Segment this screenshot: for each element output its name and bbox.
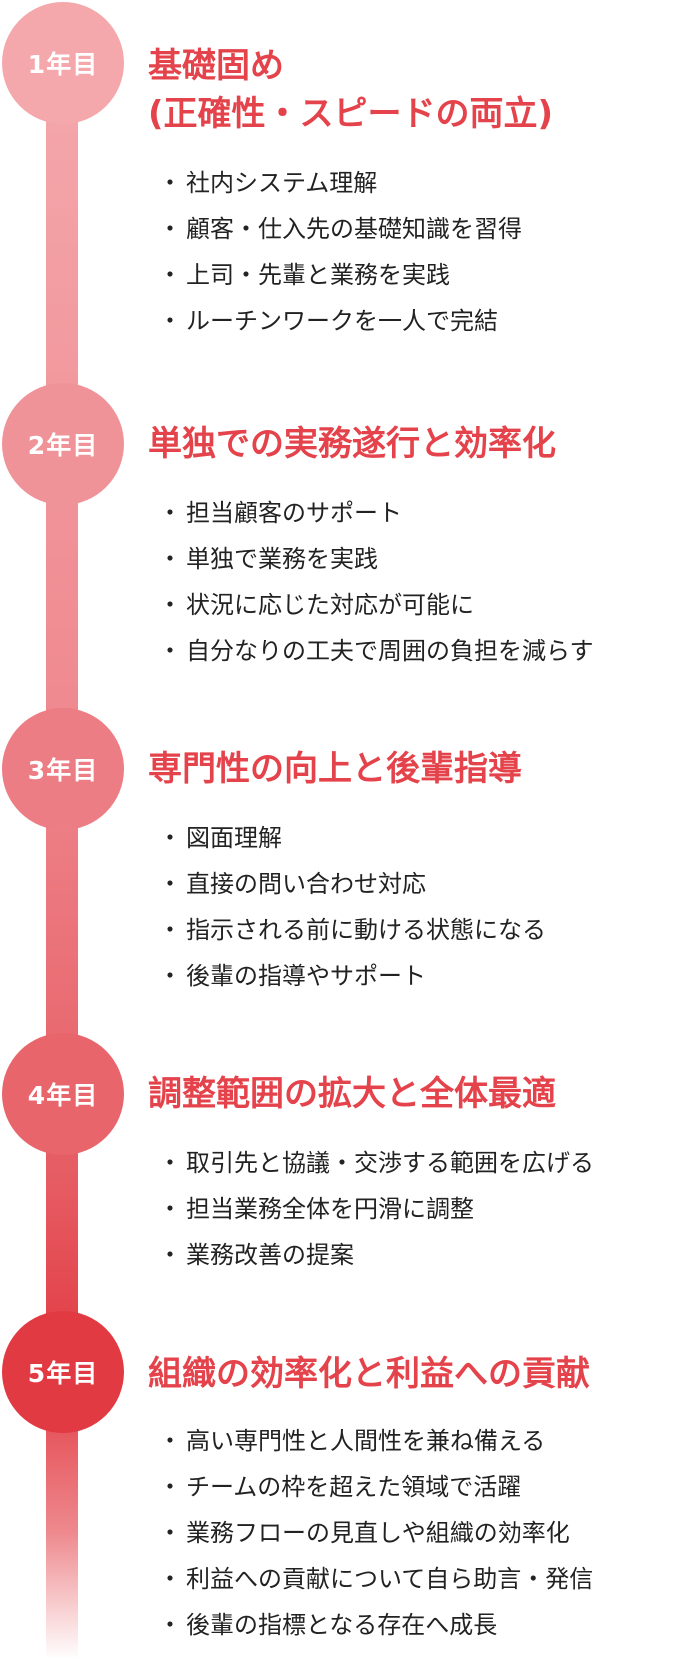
list-item: ・図面理解 [158, 815, 546, 861]
year-badge-2: 2年目 [2, 383, 124, 505]
stage-title-2: 単独での実務遂行と効率化 [148, 420, 556, 468]
item-text: 図面理解 [186, 824, 282, 852]
item-text: 高い専門性と人間性を兼ね備える [186, 1427, 546, 1455]
stage-title-1: 基礎固め (正確性・スピードの両立) [148, 42, 553, 138]
bullet: ・ [158, 1473, 182, 1501]
stage-title-2-line-1: 単独での実務遂行と効率化 [148, 424, 556, 464]
item-text: チームの枠を超えた領域で活躍 [186, 1473, 522, 1501]
bullet: ・ [158, 307, 182, 335]
item-text: 利益への貢献について自ら助言・発信 [186, 1565, 594, 1593]
stage-title-1-line-2: (正確性・スピードの両立) [148, 94, 554, 134]
item-text: 単独で業務を実践 [186, 545, 378, 573]
bullet: ・ [158, 1565, 182, 1593]
list-item: ・直接の問い合わせ対応 [158, 861, 546, 907]
bullet: ・ [158, 169, 182, 197]
stage-title-5-line-1: 組織の効率化と利益への貢献 [148, 1354, 590, 1394]
item-text: 担当業務全体を円滑に調整 [186, 1195, 474, 1223]
item-text: 社内システム理解 [186, 169, 378, 197]
bullet: ・ [158, 1149, 182, 1177]
year-badge-5: 5年目 [2, 1311, 124, 1433]
item-text: 後輩の指導やサポート [186, 962, 426, 990]
item-text: 自分なりの工夫で周囲の負担を減らす [186, 637, 594, 665]
list-item: ・上司・先輩と業務を実践 [158, 252, 522, 298]
list-item: ・取引先と協議・交渉する範囲を広げる [158, 1140, 594, 1186]
list-item: ・単独で業務を実践 [158, 536, 594, 582]
bullet: ・ [158, 1427, 182, 1455]
bullet: ・ [158, 215, 182, 243]
item-text: 直接の問い合わせ対応 [186, 870, 426, 898]
list-item: ・自分なりの工夫で周囲の負担を減らす [158, 628, 594, 674]
list-item: ・社内システム理解 [158, 160, 522, 206]
year-badge-1: 1年目 [2, 2, 124, 124]
bullet: ・ [158, 545, 182, 573]
stage-title-4: 調整範囲の拡大と全体最適 [148, 1070, 556, 1118]
bullet: ・ [158, 591, 182, 619]
item-text: 顧客・仕入先の基礎知識を習得 [186, 215, 522, 243]
list-item: ・担当顧客のサポート [158, 490, 594, 536]
bullet: ・ [158, 916, 182, 944]
item-text: 業務改善の提案 [186, 1241, 354, 1269]
stage-title-3: 専門性の向上と後輩指導 [148, 745, 522, 793]
bullet: ・ [158, 261, 182, 289]
item-text: 後輩の指標となる存在へ成長 [186, 1611, 498, 1639]
list-item: ・業務改善の提案 [158, 1232, 594, 1278]
bullet: ・ [158, 499, 182, 527]
bullet: ・ [158, 637, 182, 665]
item-text: 取引先と協議・交渉する範囲を広げる [186, 1149, 594, 1177]
stage-items-4: ・取引先と協議・交渉する範囲を広げる ・担当業務全体を円滑に調整 ・業務改善の提… [158, 1140, 594, 1278]
bullet: ・ [158, 1611, 182, 1639]
item-text: 担当顧客のサポート [186, 499, 402, 527]
list-item: ・担当業務全体を円滑に調整 [158, 1186, 594, 1232]
stage-title-4-line-1: 調整範囲の拡大と全体最適 [148, 1074, 556, 1114]
bullet: ・ [158, 1195, 182, 1223]
list-item: ・利益への貢献について自ら助言・発信 [158, 1556, 593, 1602]
year-badge-4: 4年目 [2, 1033, 124, 1155]
bullet: ・ [158, 962, 182, 990]
list-item: ・状況に応じた対応が可能に [158, 582, 594, 628]
item-text: 業務フローの見直しや組織の効率化 [186, 1519, 570, 1547]
list-item: ・チームの枠を超えた領域で活躍 [158, 1464, 593, 1510]
list-item: ・顧客・仕入先の基礎知識を習得 [158, 206, 522, 252]
stage-title-5: 組織の効率化と利益への貢献 [148, 1350, 590, 1398]
stage-items-3: ・図面理解 ・直接の問い合わせ対応 ・指示される前に動ける状態になる ・後輩の指… [158, 815, 546, 999]
list-item: ・高い専門性と人間性を兼ね備える [158, 1418, 593, 1464]
item-text: 上司・先輩と業務を実践 [186, 261, 450, 289]
item-text: ルーチンワークを一人で完結 [186, 307, 498, 335]
list-item: ・後輩の指導やサポート [158, 953, 546, 999]
stage-title-1-line-1: 基礎固め [148, 46, 284, 86]
bullet: ・ [158, 870, 182, 898]
bullet: ・ [158, 1241, 182, 1269]
stage-items-5: ・高い専門性と人間性を兼ね備える ・チームの枠を超えた領域で活躍 ・業務フローの… [158, 1418, 593, 1648]
stage-title-3-line-1: 専門性の向上と後輩指導 [148, 749, 522, 789]
stage-items-1: ・社内システム理解 ・顧客・仕入先の基礎知識を習得 ・上司・先輩と業務を実践 ・… [158, 160, 522, 344]
stage-items-2: ・担当顧客のサポート ・単独で業務を実践 ・状況に応じた対応が可能に ・自分なり… [158, 490, 594, 674]
list-item: ・指示される前に動ける状態になる [158, 907, 546, 953]
bullet: ・ [158, 1519, 182, 1547]
bullet: ・ [158, 824, 182, 852]
item-text: 指示される前に動ける状態になる [186, 916, 546, 944]
list-item: ・業務フローの見直しや組織の効率化 [158, 1510, 593, 1556]
year-badge-3: 3年目 [2, 708, 124, 830]
list-item: ・後輩の指標となる存在へ成長 [158, 1602, 593, 1648]
list-item: ・ルーチンワークを一人で完結 [158, 298, 522, 344]
item-text: 状況に応じた対応が可能に [186, 591, 474, 619]
